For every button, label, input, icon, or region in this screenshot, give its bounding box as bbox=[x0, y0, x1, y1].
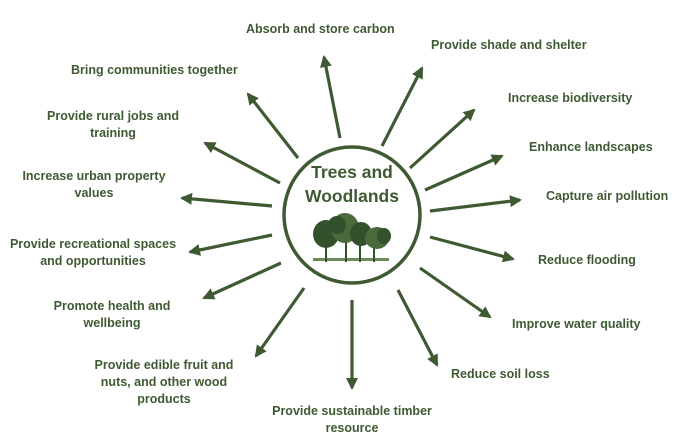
center-circle bbox=[282, 145, 422, 285]
arrow-landscape bbox=[424, 154, 504, 192]
label-fruit: Provide edible fruit and nuts, and other… bbox=[94, 358, 234, 406]
trees-illustration-icon bbox=[313, 213, 391, 262]
label-property: Increase urban property values bbox=[22, 169, 166, 200]
arrow-carbon bbox=[320, 55, 342, 139]
label-health: Promote health and wellbeing bbox=[53, 299, 171, 330]
label-soil-loss: Reduce soil loss bbox=[451, 367, 550, 381]
label-flooding: Reduce flooding bbox=[538, 253, 636, 267]
arrow-water bbox=[419, 266, 492, 319]
arrow-health bbox=[202, 261, 282, 300]
arrow-air bbox=[429, 195, 522, 213]
arrow-biodiv bbox=[408, 108, 476, 170]
arrow-fruit bbox=[254, 287, 306, 358]
label-shade: Provide shade and shelter bbox=[431, 38, 587, 52]
center-title-line1: Trees and bbox=[311, 162, 393, 182]
label-air-pollution: Capture air pollution bbox=[546, 189, 669, 203]
label-communities: Bring communities together bbox=[71, 63, 238, 77]
label-carbon: Absorb and store carbon bbox=[246, 22, 395, 36]
label-water-quality: Improve water quality bbox=[512, 317, 641, 331]
arrow-recreation bbox=[188, 233, 273, 256]
label-landscapes: Enhance landscapes bbox=[529, 140, 653, 154]
arrow-jobs bbox=[203, 141, 281, 185]
arrow-shade bbox=[380, 66, 424, 147]
label-timber: Provide sustainable timber resource bbox=[272, 404, 432, 435]
center-title: Trees and Woodlands bbox=[290, 160, 414, 208]
label-jobs: Provide rural jobs and training bbox=[47, 109, 179, 140]
label-biodiversity: Increase biodiversity bbox=[508, 91, 633, 105]
arrow-community bbox=[246, 92, 300, 159]
center-title-line2: Woodlands bbox=[305, 186, 399, 206]
label-recreation: Provide recreational spaces and opportun… bbox=[9, 237, 177, 268]
arrow-property bbox=[180, 192, 273, 208]
arrow-flood bbox=[429, 235, 515, 263]
arrow-soil bbox=[396, 289, 439, 367]
